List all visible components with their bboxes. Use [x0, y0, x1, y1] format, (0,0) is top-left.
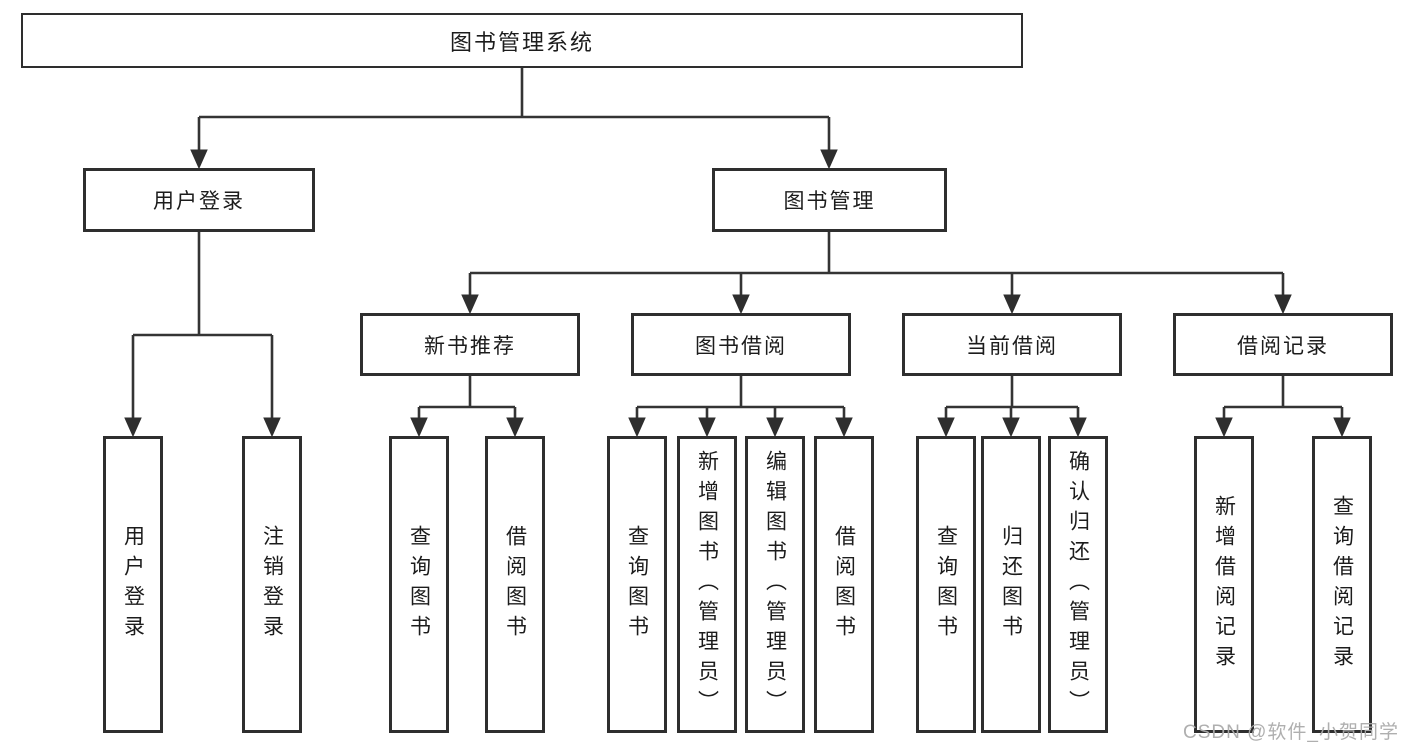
- node-borrow-records: 借阅记录: [1173, 313, 1393, 376]
- node-user-login-label: 用户登录: [121, 524, 145, 645]
- node-return-book: 归还图书: [981, 436, 1041, 733]
- connector-borrow-records-to-leaves: [1215, 376, 1351, 438]
- node-current-query-book-label: 查询图书: [934, 524, 958, 645]
- node-library-system: 图书管理系统: [21, 13, 1023, 68]
- node-newbook-query-book-label: 查询图书: [407, 524, 431, 645]
- node-add-borrow-record-label: 新增借阅记录: [1212, 494, 1236, 675]
- connector-new-book-to-leaves: [410, 376, 524, 438]
- node-add-book-admin: 新增图书（管理员）: [677, 436, 737, 733]
- node-user-login-group: 用户登录: [83, 168, 315, 232]
- node-edit-book-admin-label: 编辑图书（管理员）: [763, 449, 787, 720]
- node-query-borrow-record-label: 查询借阅记录: [1330, 494, 1354, 675]
- node-confirm-return-admin-label: 确认归还（管理员）: [1066, 449, 1090, 720]
- connector-current-borrow-to-leaves: [937, 376, 1087, 438]
- node-borrow-query-book-label: 查询图书: [625, 524, 649, 645]
- node-borrow-borrow-book: 借阅图书: [814, 436, 874, 733]
- node-borrow-borrow-book-label: 借阅图书: [832, 524, 856, 645]
- node-add-book-admin-label: 新增图书（管理员）: [695, 449, 719, 720]
- connector-book-management-to-level3: [461, 232, 1292, 315]
- node-borrow-query-book: 查询图书: [607, 436, 667, 733]
- node-query-borrow-record: 查询借阅记录: [1312, 436, 1372, 733]
- connector-root-to-level2: [190, 68, 838, 170]
- node-return-book-label: 归还图书: [999, 524, 1023, 645]
- node-current-query-book: 查询图书: [916, 436, 976, 733]
- node-book-management: 图书管理: [712, 168, 947, 232]
- watermark-text: CSDN @软件_小贺同学: [1183, 722, 1399, 743]
- node-user-login: 用户登录: [103, 436, 163, 733]
- node-edit-book-admin: 编辑图书（管理员）: [745, 436, 805, 733]
- node-logout-label: 注销登录: [260, 524, 284, 645]
- node-new-book-recommend: 新书推荐: [360, 313, 580, 376]
- connector-user-login-to-leaves: [124, 232, 281, 438]
- connector-book-borrow-to-leaves: [628, 376, 853, 438]
- node-confirm-return-admin: 确认归还（管理员）: [1048, 436, 1108, 733]
- node-logout: 注销登录: [242, 436, 302, 733]
- node-add-borrow-record: 新增借阅记录: [1194, 436, 1254, 733]
- node-newbook-borrow-book: 借阅图书: [485, 436, 545, 733]
- node-book-borrow: 图书借阅: [631, 313, 851, 376]
- node-current-borrow: 当前借阅: [902, 313, 1122, 376]
- node-newbook-query-book: 查询图书: [389, 436, 449, 733]
- node-newbook-borrow-book-label: 借阅图书: [503, 524, 527, 645]
